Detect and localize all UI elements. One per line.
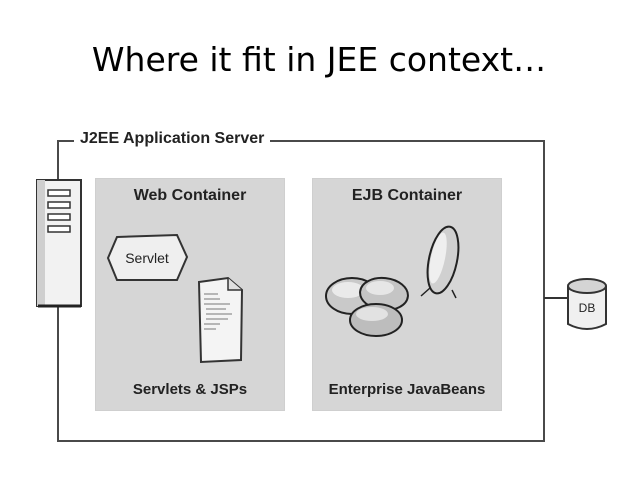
database-icon: DB — [567, 278, 607, 330]
application-server-label: J2EE Application Server — [74, 130, 271, 148]
db-connector-line — [544, 297, 568, 299]
enterprise-bean-icon — [325, 225, 460, 337]
ejb-container-caption: Enterprise JavaBeans — [328, 381, 486, 398]
web-container-caption: Servlets & JSPs — [132, 381, 248, 398]
web-container-title: Web Container — [133, 187, 247, 204]
ejb-container-title: EJB Container — [351, 187, 463, 204]
jsp-document-icon — [197, 276, 244, 364]
database-label: DB — [579, 301, 596, 315]
web-container: Web Container Servlets & JSPs — [95, 178, 285, 411]
servlet-hexagon-icon: Servlet — [106, 233, 189, 281]
client-computer-icon — [36, 179, 82, 308]
slide-title: Where it fit in JEE context… — [91, 40, 547, 79]
servlet-label: Servlet — [125, 250, 169, 266]
